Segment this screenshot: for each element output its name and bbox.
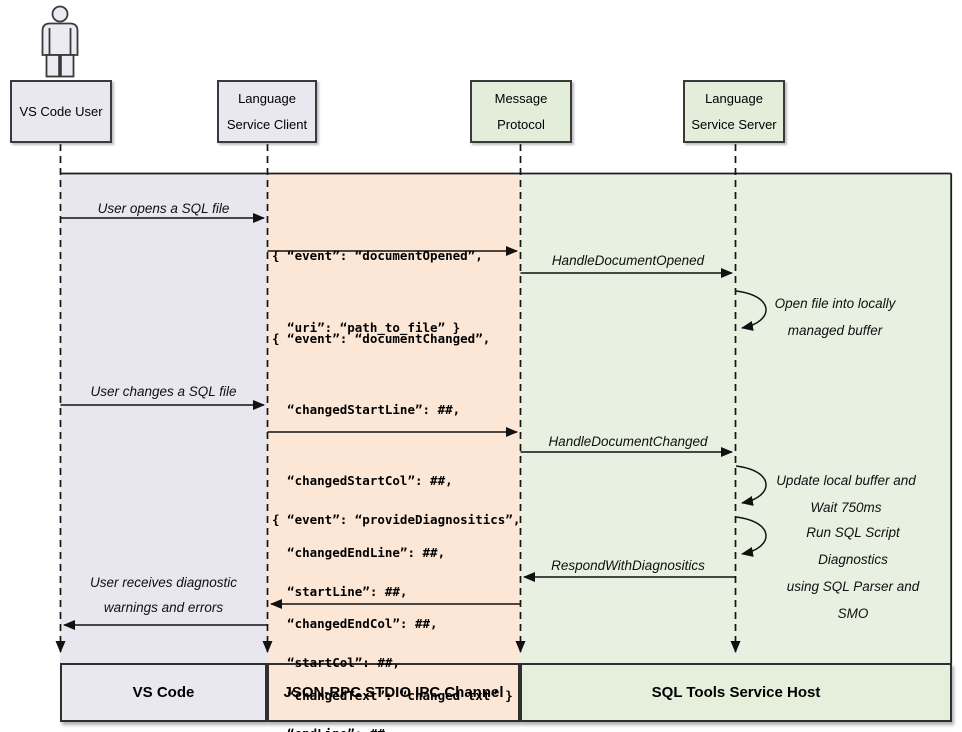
note-line: Run SQL Script Diagnostics [806, 525, 900, 567]
actor-label-line2: Service Client [226, 116, 308, 132]
loop-open-buffer [735, 290, 767, 331]
message-label-receive-line2: warnings and errors [103, 600, 224, 615]
message-label-receive-diagnostics: User receives diagnostic warnings and er… [60, 570, 267, 620]
message-label-change-file: User changes a SQL file [90, 384, 237, 399]
note-line: using SQL Parser and SMO [786, 579, 920, 621]
actor-label-line2: Service Server [691, 116, 777, 132]
note-update-buffer: Update local buffer and Wait 750ms [772, 467, 920, 521]
footer-label: SQL Tools Service Host [651, 684, 821, 701]
payload-line: { “event”: “documentChanged”, [272, 330, 491, 346]
payload-line: “changedEndLine”: ##, [272, 544, 446, 560]
message-label-handle-document-changed: HandleDocumentChanged [548, 434, 708, 449]
payload-line: “changedStartCol”: ##, [272, 473, 453, 489]
payload-document-opened: { “event”: “documentOpened”, “uri”: “pat… [272, 196, 483, 388]
note-line: Wait 750ms [810, 500, 882, 515]
actor-box-user: VS Code User [10, 80, 112, 143]
footer-box-ipc: JSON-RPC STDIO IPC Channel [267, 663, 520, 722]
message-label-receive-line1: User receives diagnostic [89, 575, 238, 590]
loop-run-diagnostics [735, 516, 767, 557]
actor-label-line1: Message [494, 90, 548, 106]
message-label-open-file: User opens a SQL file [97, 201, 230, 216]
payload-line: “changedEndCol”: ##, [272, 616, 438, 632]
message-label-handle-document-opened: HandleDocumentOpened [551, 253, 705, 268]
actor-label-line1: Language [705, 90, 763, 106]
payload-line: “changedText”: “changed txt” } [272, 687, 513, 703]
lane-ipc [267, 173, 520, 664]
payload-document-changed: { “event”: “documentChanged”, “changedSt… [272, 279, 513, 732]
note-open-buffer: Open file into locally managed buffer [770, 290, 900, 344]
payload-line: “uri”: “path_to_file” } [272, 320, 461, 335]
payload-provide-diagnostics: { “event”: “provideDiagnositics”, “start… [272, 461, 520, 732]
payload-line: { “event”: “provideDiagnositics”, [272, 512, 521, 528]
payload-line: “changedStartLine”: ##, [272, 401, 461, 417]
actor-label: VS Code User [19, 103, 103, 119]
actor-label-line1: Language [238, 90, 296, 106]
footer-label: VS Code [132, 684, 195, 701]
payload-line: “endLine”: ##, [272, 722, 520, 732]
message-label-respond-with-diagnostics: RespondWithDiagnositics [551, 558, 705, 573]
actor-box-protocol: Message Protocol [470, 80, 572, 143]
user-actor-icon [41, 5, 79, 78]
footer-box-host: SQL Tools Service Host [520, 663, 952, 722]
payload-line: “startLine”: ##, [272, 583, 408, 599]
payload-line: “startCol”: ##, [272, 654, 400, 670]
loop-update-buffer [735, 465, 767, 506]
note-line: managed buffer [787, 323, 883, 338]
payload-line: { “event”: “documentOpened”, [272, 248, 483, 263]
lane-vscode [60, 173, 267, 664]
actor-box-client: Language Service Client [217, 80, 317, 143]
lane-frame-border [60, 172, 953, 664]
actor-box-server: Language Service Server [683, 80, 785, 143]
note-run-diagnostics: Run SQL Script Diagnostics using SQL Par… [772, 519, 934, 627]
actor-label-line2: Protocol [497, 116, 545, 132]
footer-box-vscode: VS Code [60, 663, 267, 722]
footer-label: JSON-RPC STDIO IPC Channel [283, 684, 504, 701]
note-line: Update local buffer and [776, 473, 916, 488]
note-line: Open file into locally [774, 296, 896, 311]
